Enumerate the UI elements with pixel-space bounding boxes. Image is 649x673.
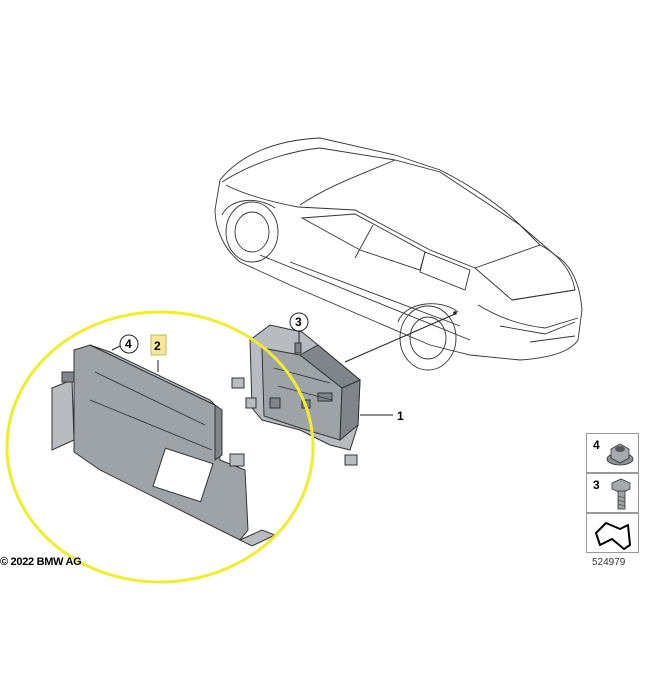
legend-item-nut-number: 4	[593, 438, 600, 452]
callout-2[interactable]: 2	[150, 334, 167, 356]
callout-1[interactable]: 1	[360, 409, 404, 423]
legend-item-nut[interactable]: 4	[586, 433, 639, 473]
legend-item-symbol	[586, 513, 639, 553]
callout-4[interactable]: 4	[111, 334, 139, 354]
part-1-control-module	[231, 324, 361, 466]
location-arrow	[344, 311, 457, 363]
car-outline	[214, 137, 583, 371]
copyright-notice: © 2022 BMW AG	[0, 556, 82, 568]
legend-item-bolt-number: 3	[593, 478, 600, 492]
callout-4-label: 4	[125, 337, 132, 351]
nut-icon	[606, 443, 634, 466]
callout-3[interactable]: 3	[289, 312, 309, 343]
highlight-circle	[5, 310, 315, 584]
legend-item-bolt[interactable]: 3	[586, 473, 639, 513]
callout-1-label: 1	[397, 409, 404, 423]
bolt-icon	[611, 478, 631, 510]
part-2-4-bracket	[51, 344, 277, 547]
callout-2-label: 2	[154, 339, 161, 353]
diagram-number: 524979	[592, 557, 626, 568]
arrow-symbol-icon	[595, 522, 631, 550]
callout-3-label: 3	[295, 315, 302, 329]
